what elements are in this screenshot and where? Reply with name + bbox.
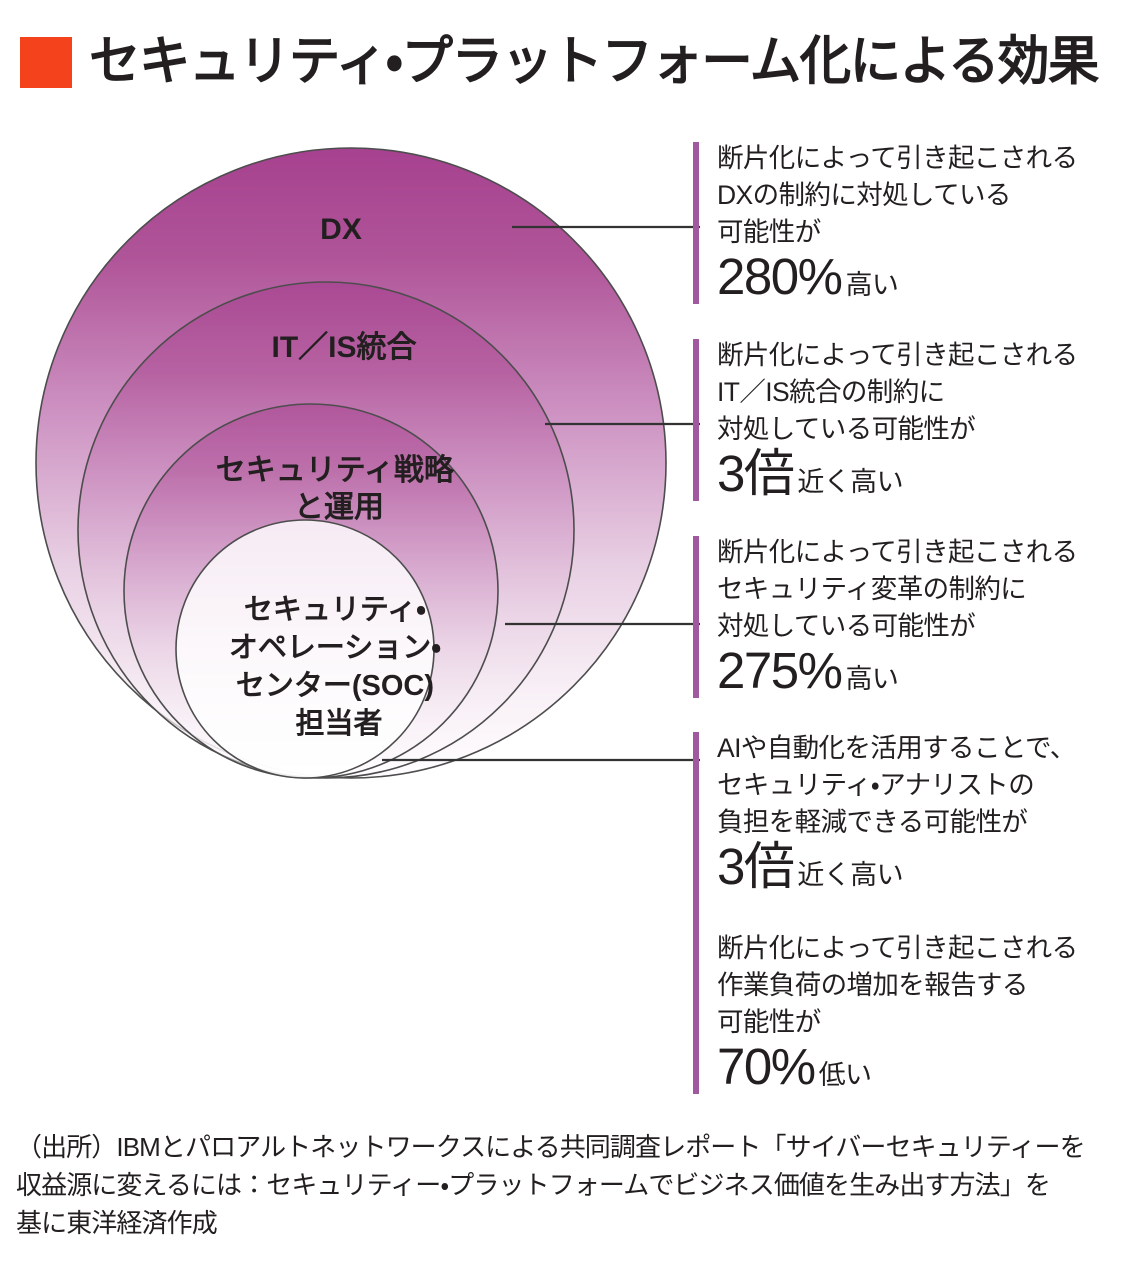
callout-line: セキュリティ・アナリストの [717, 770, 1035, 800]
callout-figure: 70%低い [717, 1041, 1137, 1105]
callout-figure-suffix: 高い [845, 664, 899, 694]
callout-figure-suffix: 近く高い [797, 860, 903, 890]
callout-bar-dx [693, 142, 699, 304]
callout-line: 断片化によって引き起こされる [717, 933, 1078, 963]
footnote-line: 基に東洋経済作成 [16, 1208, 218, 1238]
ring-label-soc: セキュリティ・ オペレーション・ センター(SOC) 担当者 [229, 594, 449, 740]
callout-line: DXの制約に対処している [717, 180, 1011, 210]
callout-line: セキュリティ変革の制約に [717, 574, 1027, 604]
callout-list: 断片化によって引き起こされる DXの制約に対処している 可能性が 280%高い … [693, 140, 1140, 1130]
page-title: セキュリティ・プラットフォーム化による効果 [89, 31, 1099, 91]
callout-bar-ai-and-workload [693, 732, 699, 1094]
callout-figure-suffix: 高い [845, 270, 899, 300]
nested-circles-diagram: DX IT／IS統合 セキュリティ戦略 と運用 セキュリティ・ オペレーション・… [0, 122, 700, 812]
callout-dx: 断片化によって引き起こされる DXの制約に対処している 可能性が 280%高い [717, 140, 1137, 315]
callout-line: 断片化によって引き起こされる [717, 143, 1078, 173]
ring-label-security-strategy: セキュリティ戦略 と運用 [216, 454, 463, 524]
ring-label-it-is: IT／IS統合 [271, 331, 417, 364]
callout-line: 作業負荷の増加を報告する [717, 970, 1028, 1000]
callout-figure: 3倍近く高い [717, 448, 1137, 512]
callout-figure-value: 275% [717, 642, 843, 699]
callout-line: 断片化によって引き起こされる [717, 537, 1078, 567]
callout-bar-it-is [693, 339, 699, 501]
callout-figure-value: 70% [717, 1038, 816, 1095]
callout-figure: 280%高い [717, 251, 1137, 315]
callout-bar-security-transform [693, 536, 699, 698]
callout-figure-value: 3倍 [717, 838, 795, 895]
page-header: セキュリティ・プラットフォーム化による効果 [0, 0, 1140, 122]
callout-line: 可能性が [717, 1007, 821, 1037]
callout-figure-value: 3倍 [717, 445, 795, 502]
callout-line: 負担を軽減できる可能性が [717, 807, 1028, 837]
footnote-line: （出所）IBMとパロアルトネットワークスによる共同調査レポート「サイバーセキュリ… [16, 1132, 1086, 1162]
footnote-line: 収益源に変えるには：セキュリティー・プラットフォームでビジネス価値を生み出す方法… [16, 1170, 1051, 1200]
callout-figure-suffix: 低い [818, 1060, 872, 1090]
callout-security-transform: 断片化によって引き起こされる セキュリティ変革の制約に 対処している可能性が 2… [717, 534, 1137, 709]
callout-line: 可能性が [717, 217, 821, 247]
callout-line: 断片化によって引き起こされる [717, 340, 1078, 370]
callout-figure: 3倍近く高い [717, 841, 1137, 905]
callout-line: 対処している可能性が [717, 414, 976, 444]
callout-line: AIや自動化を活用することで、 [717, 733, 1076, 763]
callout-figure-value: 280% [717, 248, 843, 305]
source-footnote: （出所）IBMとパロアルトネットワークスによる共同調査レポート「サイバーセキュリ… [16, 1128, 1132, 1242]
ring-circle-soc [175, 519, 435, 779]
callout-it-is: 断片化によって引き起こされる IT／IS統合の制約に 対処している可能性が 3倍… [717, 337, 1137, 512]
title-marker-icon [20, 36, 72, 88]
callout-figure: 275%高い [717, 645, 1137, 709]
callout-ai-automation: AIや自動化を活用することで、 セキュリティ・アナリストの 負担を軽減できる可能… [717, 730, 1137, 905]
callout-line: 対処している可能性が [717, 611, 976, 641]
callout-workload: 断片化によって引き起こされる 作業負荷の増加を報告する 可能性が 70%低い [717, 930, 1137, 1105]
callout-line: IT／IS統合の制約に [717, 377, 945, 407]
callout-figure-suffix: 近く高い [797, 467, 903, 497]
ring-label-dx: DX [320, 213, 362, 246]
